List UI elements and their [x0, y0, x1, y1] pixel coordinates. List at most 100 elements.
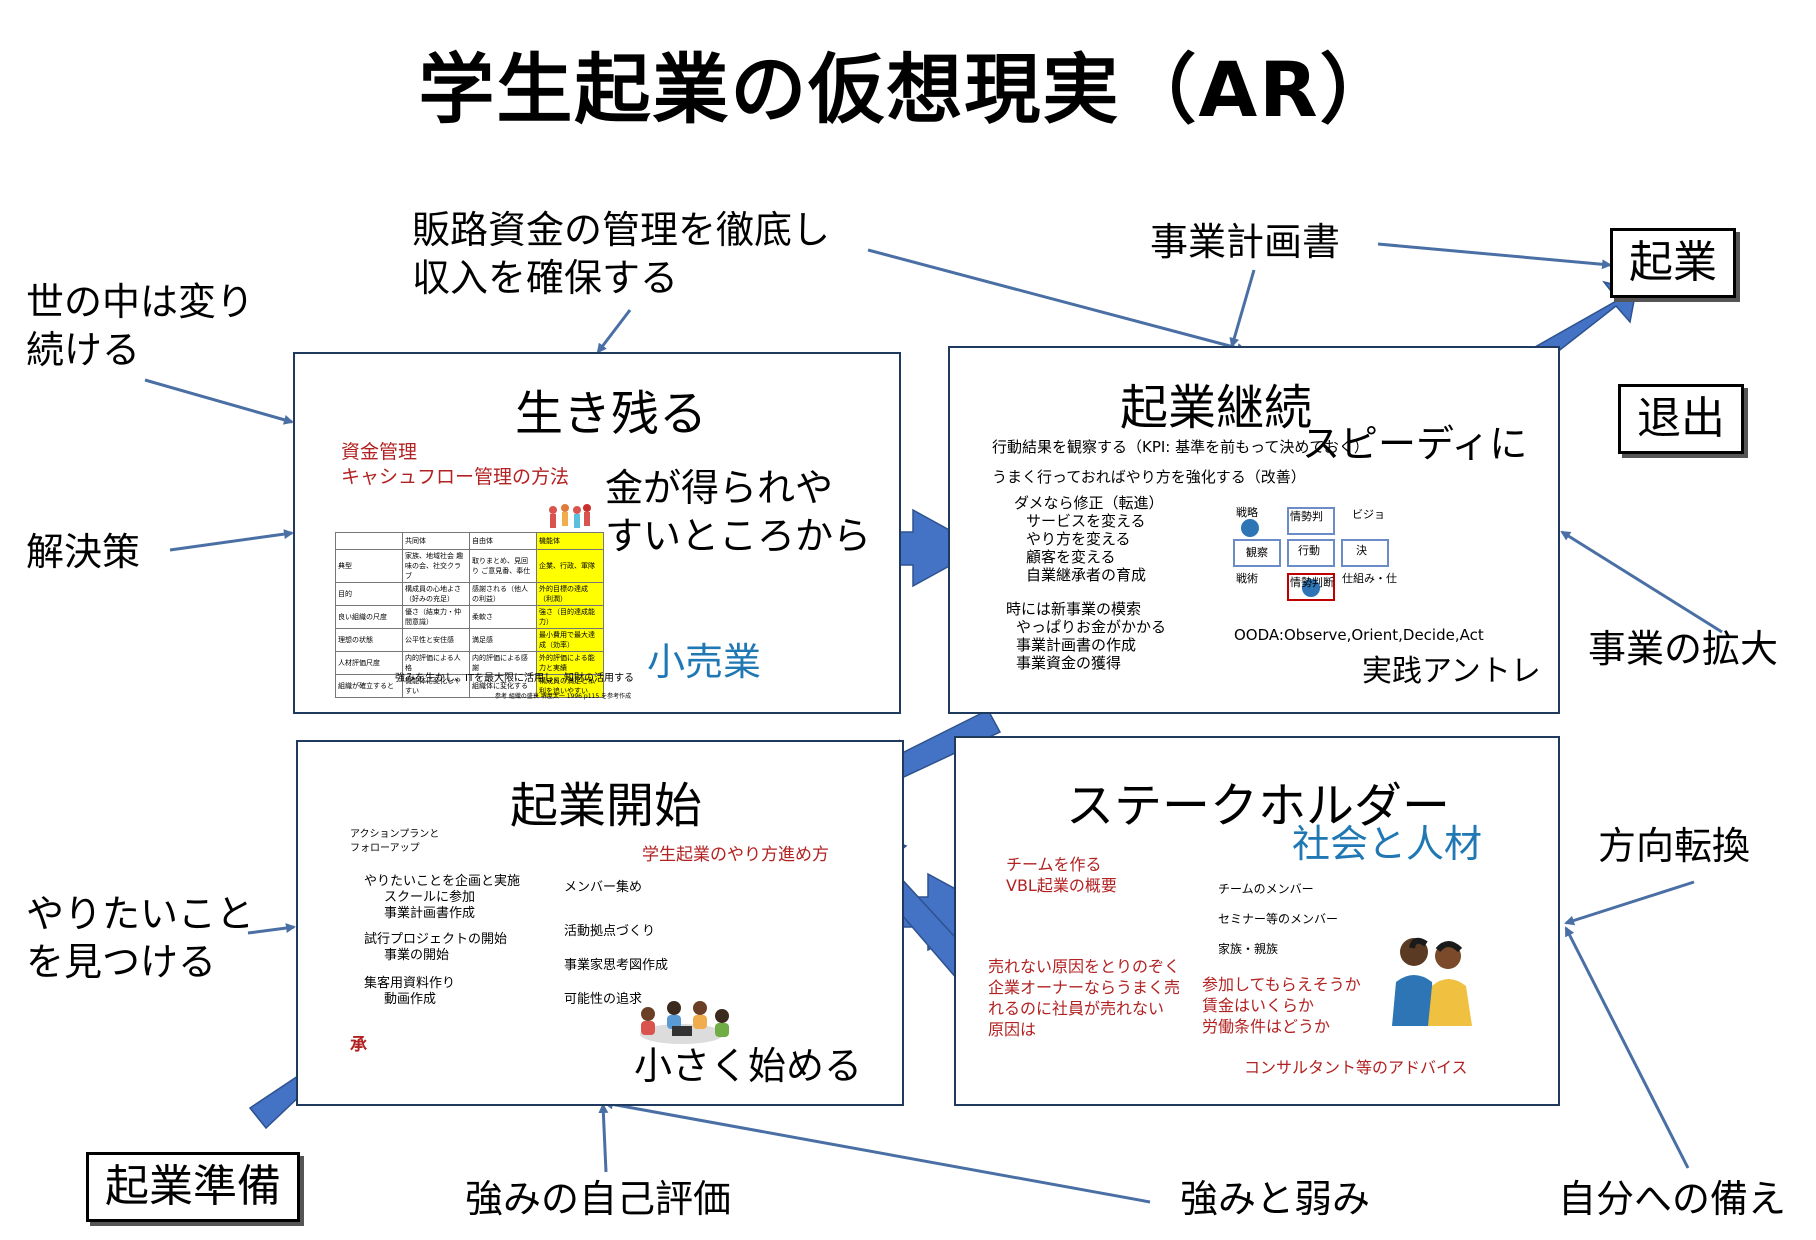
page-title: 学生起業の仮想現実（AR）: [418, 45, 1398, 134]
start-left-6: 動画作成: [384, 992, 437, 1007]
panel-start: 起業開始 アクションプランと フォローアップ 学生起業のやり方進め方 やりたいこ…: [296, 740, 904, 1106]
table-row: 組織が確立すると機能体に変化しやすい組織体に変化する構成員の満足と私利を追いやす…: [335, 674, 604, 698]
line-selfprep-to-stake: [1564, 926, 1690, 1169]
change-direction-label: 方向転換: [1598, 824, 1751, 868]
line-plan-to-continue: [1229, 269, 1256, 348]
table-cell: 典型: [335, 549, 403, 583]
table-cell: 家族、地域社会 趣味の会、社交クラブ: [402, 549, 470, 583]
exit-box: 退出: [1618, 384, 1744, 454]
panel-continue: 起業継続 スピーディに 行動結果を観察する（KPI: 基準を前もって決めておく）…: [948, 346, 1560, 714]
table-cell: 企業、行政、軍隊: [536, 549, 604, 583]
table-cell: 自由体: [469, 532, 537, 550]
continue-line-7: 時には新事業の模索: [1006, 600, 1142, 618]
stake-member-1: セミナー等のメンバー: [1218, 912, 1339, 926]
table-cell: 構成員の心地よさ（好みの充足）: [402, 582, 470, 606]
panel-stake-title: ステークホルダー: [1066, 778, 1451, 834]
ooda-diagram: 戦略 情勢判 ビジョ 観察 行動 決 戦術 情勢判断 仕組み・仕: [1230, 504, 1400, 614]
start-left-5: 集客用資料作り: [364, 976, 456, 991]
stake-member-0: チームのメンバー: [1218, 882, 1314, 896]
start-red-mark: 承: [350, 1035, 367, 1055]
table-cell: 機能体: [536, 532, 604, 550]
start-left-0: やりたいことを企画と実施: [364, 874, 521, 889]
ooda-node-2: ビジョ: [1352, 508, 1385, 521]
line-world-to-survive: [144, 378, 294, 425]
continue-line-1: うまく行っておればやり方を強化する（改善）: [992, 468, 1306, 486]
table-row: 良い組織の尺度優さ（結束力・仲間意識）柔軟さ強さ（目的達成能力）: [335, 605, 604, 629]
panel-survive-title: 生き残る: [515, 386, 708, 442]
meeting-people-icon: [628, 996, 736, 1050]
line-direction-to-stake: [1564, 880, 1695, 926]
start-action-plan: アクションプランと フォローアップ: [350, 829, 440, 854]
table-cell: 感謝される（他人の利益）: [469, 582, 537, 606]
startup-box: 起業: [1610, 228, 1736, 298]
continue-speedy: スピーディに: [1302, 422, 1528, 466]
line-sw-to-start: [603, 1099, 1151, 1204]
table-cell: 人材評価尺度: [335, 651, 403, 675]
table-cell: 優さ（結束力・仲間意識）: [402, 605, 470, 629]
stake-red-left: 売れない原因をとりのぞく 企業オーナーならうまく売 れるのに社員が売れない 原因…: [988, 957, 1181, 1039]
table-cell: 良い組織の尺度: [335, 605, 403, 629]
continue-line-0: 行動結果を観察する（KPI: 基準を前もって決めておく）: [992, 438, 1369, 456]
table-row: 共同体自由体機能体: [335, 532, 604, 550]
table-cell: 最小費用で最大達成（効率）: [536, 628, 604, 652]
continue-line-10: 事業資金の獲得: [1016, 654, 1122, 672]
ooda-node-0: 戦略: [1236, 506, 1258, 519]
ooda-node-5: 決: [1356, 544, 1367, 557]
ooda-node-7: 情勢判断: [1290, 576, 1334, 589]
ooda-caption: OODA:Observe,Orient,Decide,Act: [1234, 626, 1484, 644]
table-cell: 公平性と安住感: [402, 628, 470, 652]
sales-funds-label: 販路資金の管理を徹底し 収入を確保する: [412, 208, 831, 300]
strengths-weaknesses-label: 強みと弱み: [1180, 1177, 1371, 1221]
table-cell: 外的目標の達成（利潤）: [536, 582, 604, 606]
stake-member-2: 家族・親族: [1218, 942, 1279, 956]
table-cell: 外的評価による能力と実績: [536, 651, 604, 675]
start-left-1: スクールに参加: [384, 890, 476, 905]
line-sales-to-continue: [867, 248, 1247, 353]
start-right-3: 可能性の追求: [564, 992, 643, 1007]
table-cell: 構成員の満足と私利を追いやすい: [536, 674, 604, 698]
continue-line-9: 事業計画書の作成: [1016, 636, 1137, 654]
stake-red-top: チームを作る VBL起業の概要: [1006, 855, 1117, 895]
start-red-heading: 学生起業のやり方進め方: [642, 845, 829, 865]
table-cell: 目的: [335, 582, 403, 606]
stake-red-right: 参加してもらえそうか 賃金はいくらか 労働条件はどうか: [1202, 975, 1361, 1036]
line-plan-to-startup: [1377, 242, 1612, 270]
table-cell: 取りまとめ、見回り ご意見番、奉仕: [469, 549, 537, 583]
ooda-node-4: 行動: [1298, 544, 1320, 557]
ooda-node-6: 戦術: [1236, 572, 1258, 585]
self-eval-label: 強みの自己評価: [465, 1177, 732, 1221]
stake-blue-text: 社会と人材: [1292, 822, 1483, 866]
start-left-2: 事業計画書作成: [384, 906, 476, 921]
ooda-node-8: 仕組み・仕: [1342, 572, 1397, 585]
start-right-0: メンバー集め: [564, 880, 643, 895]
couple-image-icon: [1382, 930, 1480, 1026]
world-changes-label: 世の中は変り 続ける: [26, 280, 255, 372]
find-what-you-want-label: やりたいこと を見つける: [26, 892, 255, 984]
table-row: 理想の状態公平性と安住感満足感最小費用で最大達成（効率）: [335, 628, 604, 652]
table-cell: 組織が確立すると: [335, 674, 403, 698]
table-cell: 機能体に変化しやすい: [402, 674, 470, 698]
survive-source: 参考 組織の盛衰 堺屋太一 1996 p115 を参考作成: [495, 693, 632, 700]
table-cell: 柔軟さ: [469, 605, 537, 629]
line-selfeval-to-start: [598, 1103, 609, 1173]
survive-red-text: 資金管理 キャシュフロー管理の方法: [341, 441, 570, 488]
table-cell: 共同体: [402, 532, 470, 550]
continue-line-4: やり方を変える: [1026, 530, 1131, 548]
continue-line-6: 自業継承者の育成: [1026, 566, 1147, 584]
table-row: 人材評価尺度内的評価による人格内的評価による感謝外的評価による能力と実績: [335, 651, 604, 675]
continue-line-2: ダメなら修正（転進）: [1014, 494, 1164, 512]
business-plan-label: 事業計画書: [1150, 220, 1341, 264]
startup-prep-box: 起業準備: [86, 1152, 300, 1222]
table-row: 目的構成員の心地よさ（好みの充足）感謝される（他人の利益）外的目標の達成（利潤）: [335, 582, 604, 606]
line-sales-to-survive: [596, 309, 632, 354]
survive-blue-text: 小売業: [647, 640, 762, 684]
continue-line-8: やっぱりお金がかかる: [1016, 618, 1167, 636]
survive-big-text: 金が得られや すいところから: [605, 466, 872, 558]
line-solution-to-survive: [169, 529, 294, 552]
start-right-2: 事業家思考図作成: [564, 958, 669, 973]
line-expand-to-continue: [1560, 530, 1723, 634]
continue-practice: 実践アントレ: [1362, 654, 1541, 689]
start-right-1: 活動拠点づくり: [564, 924, 656, 939]
table-cell: 組織体に変化する: [469, 674, 537, 698]
table-row: 典型家族、地域社会 趣味の会、社交クラブ取りまとめ、見回り ご意見番、奉仕企業、…: [335, 549, 604, 583]
